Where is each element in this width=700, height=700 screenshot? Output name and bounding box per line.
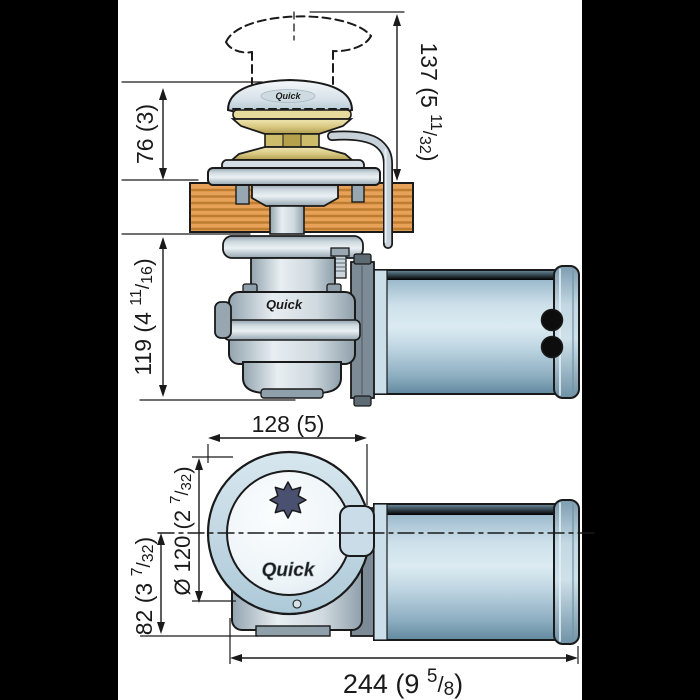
arrow-left — [208, 434, 220, 442]
mounting-base — [207, 167, 381, 186]
gearbox-rib — [223, 319, 361, 341]
motor-neck-ring-bottom — [373, 503, 388, 641]
dim-overall-length: 244 (9 5/8) — [229, 618, 579, 700]
drive-star — [269, 481, 307, 519]
quick-logo-bottom: Quick — [262, 560, 316, 581]
motor-body — [373, 269, 557, 395]
dim-label-housing-width: 128 (5) — [252, 411, 325, 437]
motor-cable-hole-top — [540, 308, 564, 332]
arrow-down — [159, 385, 167, 397]
dim-housing-width: 128 (5) — [207, 411, 368, 505]
threaded-stud — [330, 247, 350, 279]
arrow-down — [157, 622, 165, 634]
rope-right-curl — [332, 35, 372, 53]
dim-label-above-deck: 76 (3) — [132, 104, 158, 164]
motor-cable-hole-bottom — [540, 335, 564, 359]
plug-column — [269, 205, 305, 235]
chain-pipe — [327, 130, 393, 249]
dim-label-centerline-bottom: 82 (3 7/32) — [129, 537, 158, 635]
dim-above-deck-height: 76 (3) — [132, 88, 167, 180]
dim-label-overall-length: 244 (9 5/8) — [343, 666, 463, 700]
stud-nut — [330, 247, 350, 257]
gypsy-chain-gap — [282, 133, 302, 148]
arrow-up — [393, 14, 401, 26]
drum-logo-plate — [260, 89, 316, 103]
arrow-up — [195, 458, 203, 470]
dim-label-total-height: 137 (5 11/32) — [416, 43, 445, 162]
arrow-down — [159, 168, 167, 180]
arrow-right — [566, 654, 578, 662]
dim-label-drum-diameter: Ø 120 (2 7/32) — [167, 466, 195, 595]
deck-plug — [251, 183, 339, 207]
deck-bolt-right — [351, 183, 365, 203]
arrow-up — [159, 237, 167, 249]
clutch-tab — [339, 505, 375, 557]
side-view: Quick — [121, 11, 580, 407]
rope-outline-dashed — [225, 15, 372, 85]
arrow-up — [159, 88, 167, 100]
arrow-up — [157, 533, 165, 545]
arrow-down — [195, 591, 203, 603]
gearbox-foot — [255, 625, 331, 637]
stud-threads — [333, 258, 347, 272]
dim-drum-diameter: Ø 120 (2 7/32) — [167, 456, 236, 603]
motor-end-cap-bottom — [553, 499, 580, 645]
chain-pipe-body — [328, 132, 392, 248]
dimensions: 137 (5 11/32) 76 (3) 119 (4 11/16) — [128, 14, 579, 700]
deck-bolt-left — [235, 183, 250, 205]
side-view-extension-lines — [121, 11, 405, 401]
arrow-right — [355, 434, 367, 442]
motor-body-bottom — [373, 503, 557, 641]
bottom-view: Quick — [157, 450, 598, 645]
quick-logo-gearbox: Quick — [266, 297, 303, 312]
dim-centerline-to-bottom: 82 (3 7/32) — [129, 533, 258, 637]
arrow-down — [393, 169, 401, 181]
motor-flange-bolt-bottom — [353, 395, 372, 407]
gearbox-side-nub — [214, 301, 232, 339]
rope-top-arc — [225, 15, 372, 43]
gypsy-top-rim — [232, 109, 352, 120]
gear-column — [250, 257, 336, 293]
motor-end-cap — [553, 265, 580, 399]
dim-label-below-deck: 119 (4 11/16) — [128, 258, 157, 375]
quick-logo-drum: Quick — [275, 91, 301, 101]
motor-neck-ring — [373, 269, 388, 395]
gearbox-bottom-cap — [260, 388, 324, 399]
rope-left-curl — [225, 41, 253, 54]
motor-flange-bolt-top — [353, 253, 372, 265]
dim-total-height: 137 (5 11/32) — [393, 14, 445, 181]
arrow-left — [230, 654, 242, 662]
dim-below-deck-height: 119 (4 11/16) — [128, 237, 167, 397]
grease-fitting — [292, 599, 302, 609]
